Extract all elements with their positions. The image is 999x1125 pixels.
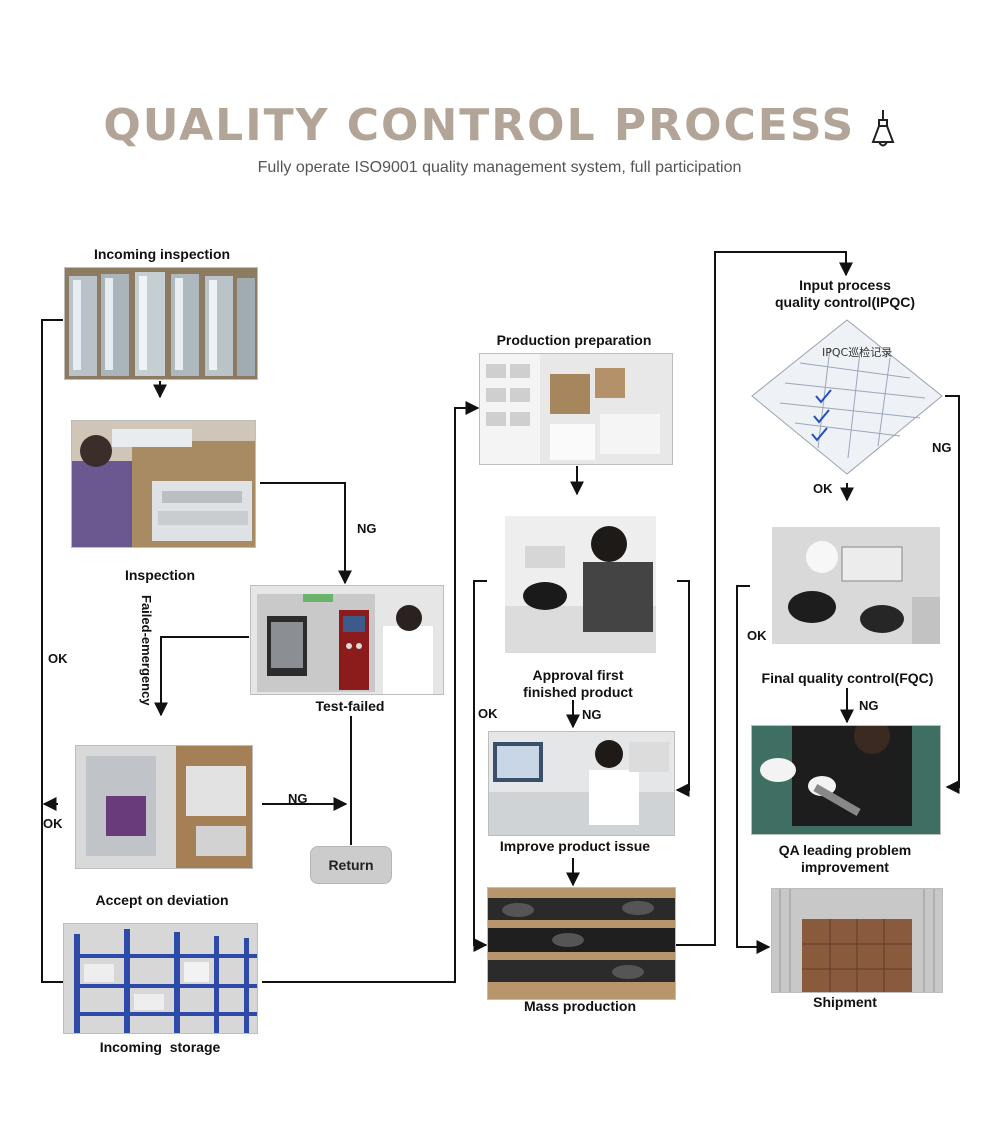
ok-label-accept: OK — [43, 816, 63, 831]
step-fqc-label: Final quality control(FQC) — [761, 670, 934, 686]
page-title: QUALITY CONTROL PROCESS — [0, 100, 999, 161]
page-subtitle: Fully operate ISO9001 quality management… — [257, 159, 742, 176]
inspection-photo — [71, 420, 256, 548]
step-approval-first-label: Approval first finished product — [478, 667, 678, 701]
step-improve-product-label: Improve product issue — [499, 838, 651, 854]
ok-label-left: OK — [48, 651, 68, 666]
step-test-failed-label: Test-failed — [315, 698, 385, 714]
approval-line-1: Approval first — [532, 667, 624, 683]
approval-first-product-photo — [505, 516, 656, 653]
mass-production-photo — [487, 887, 676, 1000]
ipqc-diamond: IPQC巡检记录 — [750, 318, 944, 478]
shipment-photo — [771, 888, 943, 993]
qa-photo — [751, 725, 941, 835]
step-ipqc-label: Input process quality control(IPQC) — [745, 277, 945, 311]
step-qa-label: QA leading problem improvement — [745, 842, 945, 876]
qa-line-1: QA leading problem — [778, 842, 912, 858]
incoming-inspection-photo — [64, 267, 258, 380]
ipqc-sheet-title: IPQC巡检记录 — [822, 345, 892, 359]
failed-emergency-label: Failed-emergency — [139, 595, 154, 706]
test-chamber-photo — [250, 585, 444, 695]
ok-label-approval: OK — [478, 706, 498, 721]
step-accept-deviation-label: Accept on deviation — [95, 892, 229, 908]
step-production-preparation-label: Production preparation — [496, 332, 652, 348]
step-inspection-label: Inspection — [124, 567, 195, 583]
ng-label-ipqc: NG — [932, 440, 952, 455]
step-mass-production-label: Mass production — [523, 998, 636, 1014]
ipqc-line-1: Input process — [799, 277, 891, 293]
light-bulb-icon — [870, 110, 896, 161]
ng-label-accept: NG — [288, 791, 308, 806]
ok-label-ipqc: OK — [813, 481, 833, 496]
step-incoming-inspection-label: Incoming inspection — [93, 246, 231, 262]
qa-line-2: improvement — [801, 859, 889, 875]
improve-product-photo — [488, 731, 675, 836]
ng-label-fqc: NG — [859, 698, 879, 713]
step-incoming-storage-label: Incoming storage — [99, 1039, 221, 1055]
return-button[interactable]: Return — [310, 846, 392, 884]
approval-line-2: finished product — [523, 684, 633, 700]
ok-label-fqc: OK — [747, 628, 767, 643]
fqc-photo — [772, 527, 940, 644]
accept-deviation-photo — [75, 745, 253, 869]
incoming-storage-photo — [63, 923, 258, 1034]
ng-label-approval: NG — [582, 707, 602, 722]
title-text: QUALITY CONTROL PROCESS — [103, 100, 856, 151]
ng-label-inspection: NG — [357, 521, 377, 536]
ipqc-line-2: quality control(IPQC) — [775, 294, 915, 310]
step-shipment-label: Shipment — [813, 994, 877, 1010]
production-preparation-photo — [479, 353, 673, 465]
